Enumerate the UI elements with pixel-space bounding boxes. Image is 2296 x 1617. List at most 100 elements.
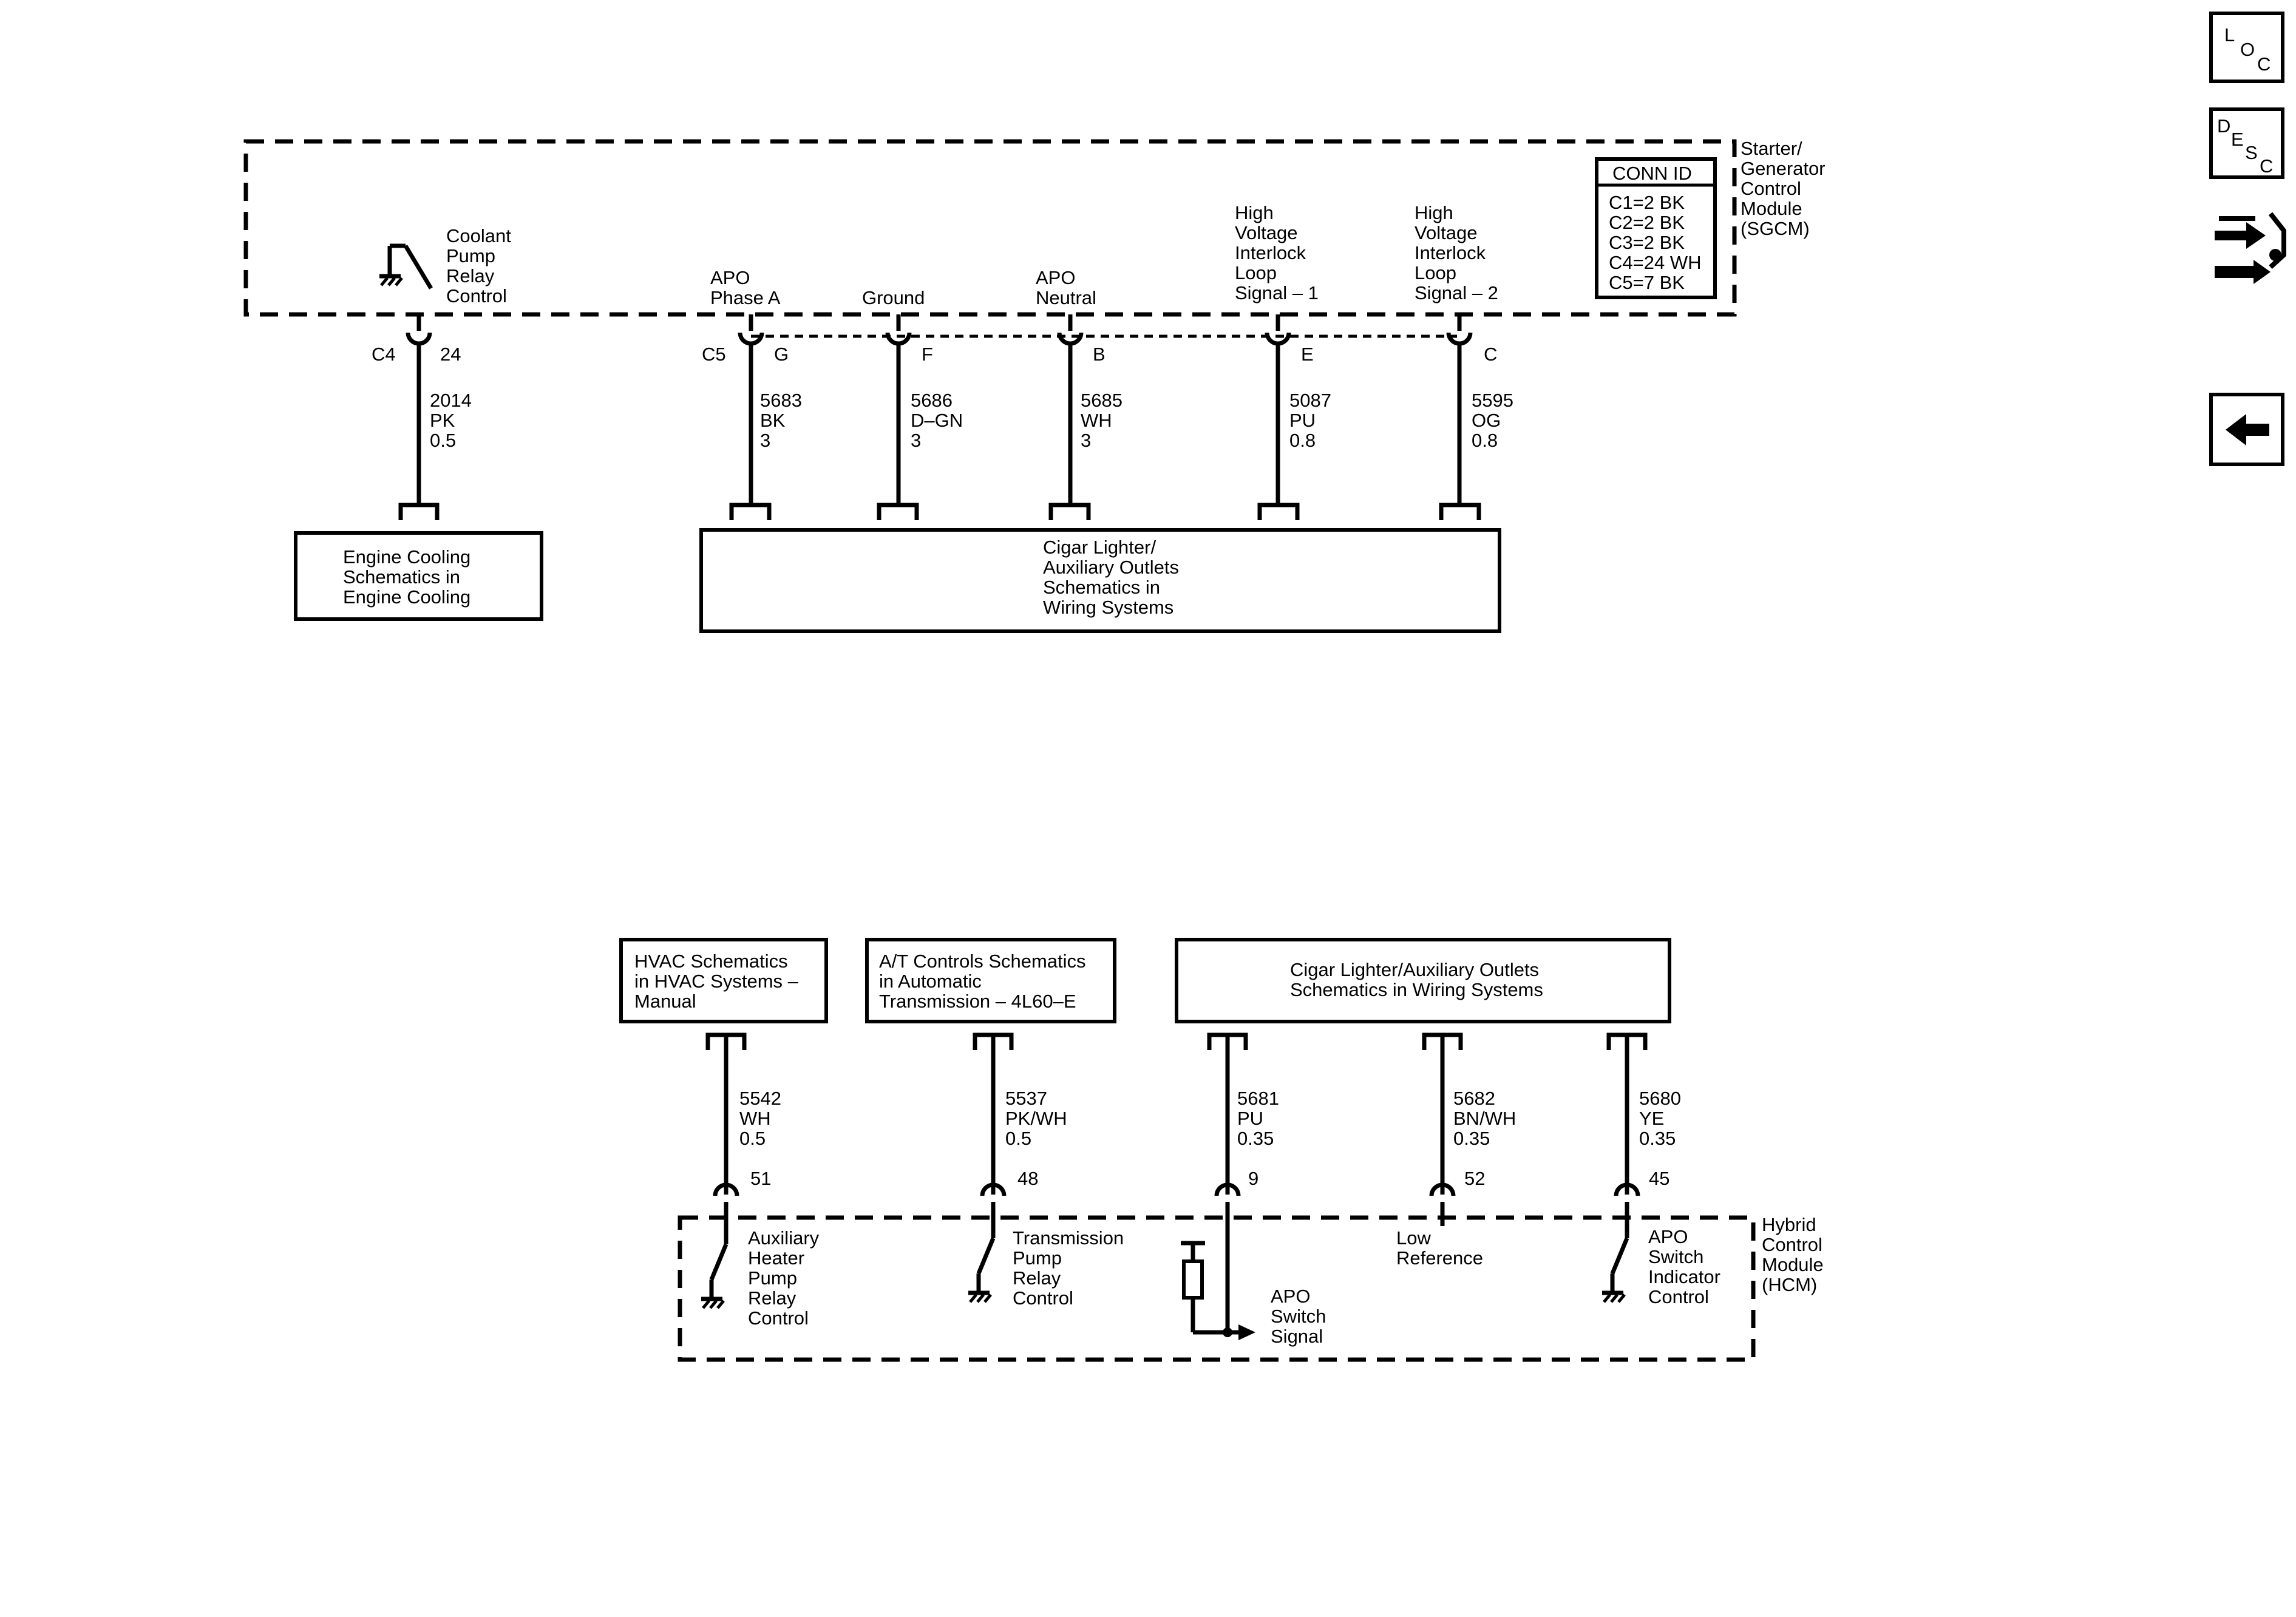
svg-text:S: S [2245, 142, 2258, 163]
svg-text:3: 3 [760, 430, 770, 451]
svg-text:HVAC Schematics: HVAC Schematics [634, 951, 788, 972]
coolant-relay-switch-symbol [379, 243, 433, 290]
hvac-reference-box[interactable]: HVAC Schematics in HVAC Systems – Manual [619, 938, 828, 1023]
svg-text:D: D [2217, 115, 2230, 137]
trans-pump-label: Transmission Pump Relay Control [1013, 1227, 1124, 1309]
svg-text:D–GN: D–GN [911, 410, 963, 431]
loc-icon[interactable]: L O C [2209, 12, 2284, 83]
svg-text:Control: Control [446, 285, 507, 307]
svg-text:Voltage: Voltage [1415, 222, 1477, 243]
hcm-wire-5680: 5680 YE 0.35 45 [1606, 1032, 1681, 1218]
svg-text:YE: YE [1639, 1108, 1664, 1129]
svg-text:Pump: Pump [446, 245, 495, 266]
svg-text:Engine Cooling: Engine Cooling [343, 546, 470, 568]
svg-text:Control: Control [1762, 1234, 1822, 1255]
svg-text:Schematics in: Schematics in [343, 566, 460, 588]
svg-text:C: C [2257, 53, 2271, 75]
svg-text:5087: 5087 [1289, 390, 1331, 411]
svg-text:PU: PU [1237, 1108, 1263, 1129]
svg-text:B: B [1093, 344, 1106, 365]
svg-text:C1=2 BK: C1=2 BK [1609, 192, 1685, 213]
svg-text:C: C [2260, 155, 2273, 177]
svg-text:Manual: Manual [634, 991, 696, 1012]
hcm-module-outline [678, 1215, 1756, 1362]
aux-heater-label: Auxiliary Heater Pump Relay Control [748, 1227, 820, 1329]
svg-text:Schematics in Wiring Systems: Schematics in Wiring Systems [1290, 979, 1543, 1000]
svg-text:Signal: Signal [1271, 1326, 1323, 1347]
desc-icon[interactable]: D E S C [2209, 107, 2284, 179]
svg-text:(SGCM): (SGCM) [1741, 218, 1810, 239]
svg-text:5685: 5685 [1081, 390, 1123, 411]
sgcm-module-outline [243, 139, 1737, 317]
svg-text:C3=2 BK: C3=2 BK [1609, 232, 1685, 253]
svg-text:BK: BK [760, 410, 786, 431]
svg-text:0.5: 0.5 [739, 1128, 766, 1149]
svg-text:APO: APO [710, 267, 750, 288]
svg-text:2014: 2014 [430, 390, 472, 411]
svg-text:5682: 5682 [1453, 1088, 1495, 1109]
svg-text:Module: Module [1741, 198, 1802, 219]
svg-text:Transmission – 4L60–E: Transmission – 4L60–E [879, 991, 1076, 1012]
svg-text:in Automatic: in Automatic [879, 971, 982, 992]
conn-id-table: CONN ID C1=2 BK C2=2 BK C3=2 BK C4=24 WH… [1595, 157, 1717, 299]
cigar-lighter-reference-box-top[interactable]: Cigar Lighter/ Auxiliary Outlets Schemat… [699, 528, 1501, 633]
svg-text:C: C [1484, 344, 1497, 365]
svg-text:48: 48 [1017, 1168, 1038, 1189]
svg-text:51: 51 [750, 1168, 771, 1189]
aux-heater-relay-switch-symbol [701, 1218, 729, 1309]
sgcm-wire-5683: G 5683 BK 3 [729, 314, 802, 520]
ground-label: Ground [862, 287, 925, 308]
svg-text:APO: APO [1271, 1286, 1310, 1307]
sgcm-name: Starter/ Generator Control Module (SGCM) [1741, 138, 1826, 239]
svg-text:0.35: 0.35 [1639, 1128, 1676, 1149]
hcm-wire-5681: 5681 PU 0.35 9 [1207, 1032, 1279, 1218]
sgcm-wire-5087: E 5087 PU 0.8 [1257, 314, 1331, 520]
hcm-wire-5537: 5537 PK/WH 0.5 48 [973, 1032, 1067, 1218]
engine-cooling-reference-box[interactable]: Engine Cooling Schematics in Engine Cool… [294, 531, 543, 621]
svg-text:C5=7 BK: C5=7 BK [1609, 272, 1685, 293]
svg-text:Cigar Lighter/: Cigar Lighter/ [1043, 537, 1156, 558]
svg-text:Phase A: Phase A [710, 287, 781, 308]
apo-indicator-switch-symbol [1602, 1218, 1629, 1303]
svg-text:Auxiliary: Auxiliary [748, 1227, 820, 1249]
svg-text:High: High [1235, 202, 1274, 223]
svg-text:5595: 5595 [1472, 390, 1513, 411]
svg-text:G: G [774, 344, 789, 365]
svg-text:BN/WH: BN/WH [1453, 1108, 1516, 1129]
svg-text:Signal – 1: Signal – 1 [1235, 282, 1319, 303]
svg-text:Coolant: Coolant [446, 225, 511, 246]
svg-text:Relay: Relay [1013, 1267, 1061, 1289]
svg-text:O: O [2240, 39, 2255, 60]
back-arrow-icon[interactable] [2209, 393, 2284, 466]
svg-text:45: 45 [1649, 1168, 1669, 1189]
connector-tool-icon[interactable] [2215, 212, 2286, 284]
svg-text:Loop: Loop [1415, 262, 1456, 283]
c5-connector-label: C5 [702, 344, 726, 365]
svg-text:Relay: Relay [748, 1287, 796, 1309]
svg-text:E: E [2231, 129, 2244, 150]
apo-neutral-label: APO Neutral [1036, 267, 1096, 308]
svg-text:Control: Control [1648, 1286, 1709, 1307]
svg-text:WH: WH [739, 1108, 771, 1129]
svg-text:APO: APO [1648, 1226, 1688, 1247]
svg-text:(HCM): (HCM) [1762, 1274, 1817, 1295]
trans-pump-relay-switch-symbol [968, 1218, 996, 1303]
svg-text:Indicator: Indicator [1648, 1266, 1720, 1287]
svg-text:Voltage: Voltage [1235, 222, 1297, 243]
c4-connector-label: C4 [372, 344, 396, 365]
coolant-pump-label: Coolant Pump Relay Control [446, 225, 511, 307]
cigar-lighter-reference-box-bottom[interactable]: Cigar Lighter/Auxiliary Outlets Schemati… [1175, 938, 1671, 1023]
svg-text:APO: APO [1036, 267, 1075, 288]
apo-indicator-label: APO Switch Indicator Control [1648, 1226, 1720, 1307]
svg-text:0.5: 0.5 [1005, 1128, 1031, 1149]
svg-text:3: 3 [1081, 430, 1091, 451]
svg-text:Control: Control [1013, 1287, 1073, 1309]
svg-text:PK: PK [430, 410, 455, 431]
hvil-signal-1-label: High Voltage Interlock Loop Signal – 1 [1235, 202, 1319, 303]
svg-text:0.35: 0.35 [1453, 1128, 1490, 1149]
sgcm-wire-5686: F 5686 D–GN 3 [877, 314, 963, 520]
hcm-wire-5682: 5682 BN/WH 0.35 52 [1422, 1032, 1516, 1218]
at-controls-reference-box[interactable]: A/T Controls Schematics in Automatic Tra… [865, 938, 1116, 1023]
svg-text:Cigar Lighter/Auxiliary Outlet: Cigar Lighter/Auxiliary Outlets [1290, 959, 1539, 980]
